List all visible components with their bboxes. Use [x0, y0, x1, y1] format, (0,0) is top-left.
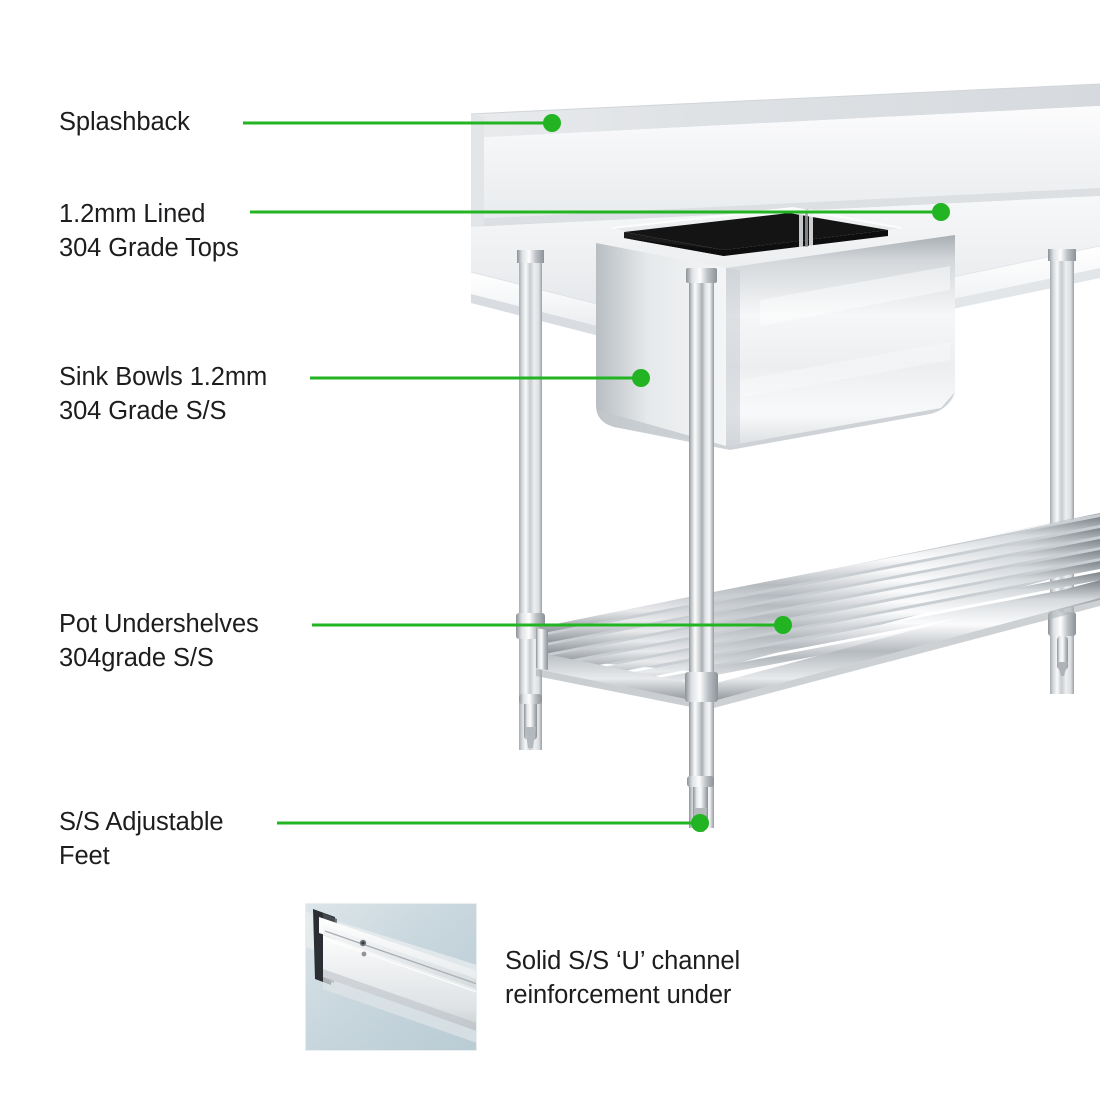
callout-dot-adjustable-feet — [691, 814, 709, 832]
u-channel-caption-line1: Solid S/S ‘U’ channel — [505, 947, 741, 975]
callout-leader-lines — [243, 114, 950, 832]
callout-label-adjustable-feet-line1: S/S Adjustable — [59, 808, 224, 836]
callout-leader-lined-tops — [250, 203, 950, 221]
callout-leader-adjustable-feet — [277, 814, 709, 832]
callout-label-sink-bowls-line1: Sink Bowls 1.2mm — [59, 363, 268, 391]
pot-undershelf-part — [536, 513, 1100, 710]
foot-back-left — [519, 694, 542, 748]
leg-front-left — [685, 268, 718, 828]
callout-dot-pot-undershelves — [774, 616, 792, 634]
sink-bowl-part — [596, 235, 955, 450]
sink-cutout — [611, 206, 902, 256]
callout-leader-splashback — [243, 114, 561, 132]
callout-label-lined-tops: 1.2mm Lined 304 Grade Tops — [59, 198, 239, 265]
callout-label-pot-undershelves: Pot Undershelves 304grade S/S — [59, 608, 259, 675]
callout-label-sink-bowls-line2: 304 Grade S/S — [59, 396, 227, 425]
callout-leader-pot-undershelves — [312, 616, 792, 634]
callout-leader-sink-bowls — [310, 369, 650, 387]
splashback-part — [470, 83, 1100, 230]
callout-label-splashback: Splashback — [59, 108, 190, 136]
callout-label-sink-bowls: Sink Bowls 1.2mm 304 Grade S/S — [59, 361, 267, 428]
u-channel-inset-photo — [305, 903, 477, 1051]
callout-label-adjustable-feet-line2: Feet — [59, 841, 110, 870]
callout-label-lined-tops-line2: 304 Grade Tops — [59, 233, 239, 262]
callout-label-pot-undershelves-line1: Pot Undershelves — [59, 610, 259, 638]
callout-dot-sink-bowls — [632, 369, 650, 387]
leg-back-right — [1048, 249, 1076, 694]
callout-label-lined-tops-line1: 1.2mm Lined — [59, 200, 206, 228]
callout-dot-lined-tops — [932, 203, 950, 221]
u-channel-caption: Solid S/S ‘U’ channel reinforcement under — [505, 945, 740, 1013]
callout-label-pot-undershelves-line2: 304grade S/S — [59, 643, 214, 672]
foot-back-right — [1057, 636, 1068, 676]
u-channel-caption-line2: reinforcement under — [505, 980, 732, 1009]
callout-dot-splashback — [543, 114, 561, 132]
